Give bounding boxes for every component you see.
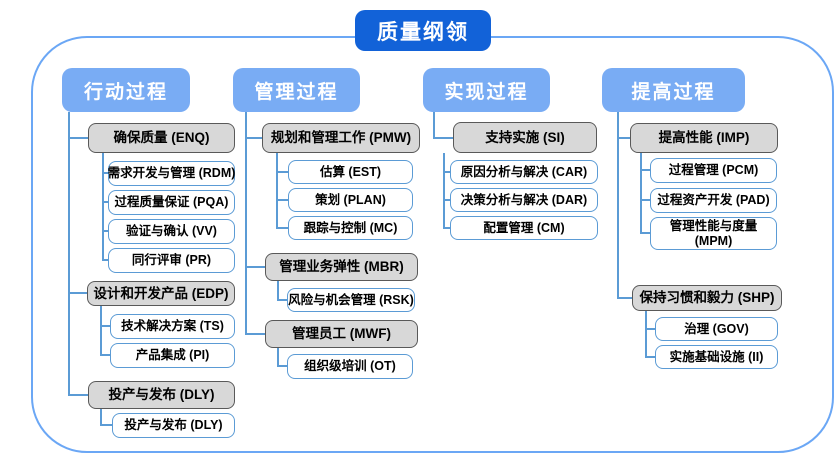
node-mc: 跟踪与控制 (MC) xyxy=(288,216,413,240)
connector-line xyxy=(443,199,450,201)
node-edp: 设计和开发产品 (EDP) xyxy=(87,281,235,306)
connector-line xyxy=(645,328,655,330)
node-mwf: 管理员工 (MWF) xyxy=(265,320,418,348)
connector-line xyxy=(245,266,265,268)
connector-line xyxy=(276,153,278,228)
connector-line xyxy=(245,333,265,335)
connector-line xyxy=(443,171,450,173)
connector-line xyxy=(617,137,630,139)
connector-line xyxy=(100,409,102,426)
connector-line xyxy=(100,354,110,356)
node-pr: 同行评审 (PR) xyxy=(108,248,235,273)
connector-line xyxy=(276,171,288,173)
node-pqa: 过程质量保证 (PQA) xyxy=(108,190,235,215)
connector-line xyxy=(276,199,288,201)
connector-line xyxy=(277,281,279,300)
connector-line xyxy=(433,112,435,138)
node-si: 支持实施 (SI) xyxy=(453,122,597,153)
node-pmw: 规划和管理工作 (PMW) xyxy=(262,123,420,153)
node-cm: 配置管理 (CM) xyxy=(450,216,598,240)
connector-line xyxy=(102,172,108,174)
connector-line xyxy=(100,424,112,426)
connector-line xyxy=(68,112,70,395)
connector-line xyxy=(245,112,247,334)
node-mbr: 管理业务弹性 (MBR) xyxy=(265,253,418,281)
diagram-title: 质量纲领 xyxy=(355,10,491,51)
connector-line xyxy=(645,311,647,357)
connector-line xyxy=(100,325,110,327)
node-ts: 技术解决方案 (TS) xyxy=(110,314,235,339)
connector-line xyxy=(617,112,619,298)
node-ot: 组织级培训 (OT) xyxy=(287,354,413,379)
connector-line xyxy=(68,394,88,396)
node-ii: 实施基础设施 (II) xyxy=(655,345,778,369)
node-car: 原因分析与解决 (CAR) xyxy=(450,160,598,184)
node-rsk: 风险与机会管理 (RSK) xyxy=(287,288,415,312)
connector-line xyxy=(277,299,287,301)
connector-line xyxy=(102,259,108,261)
connector-line xyxy=(640,169,650,171)
connector-line xyxy=(433,137,453,139)
node-gov: 治理 (GOV) xyxy=(655,317,778,341)
node-enq: 确保质量 (ENQ) xyxy=(88,123,235,153)
node-mpm: 管理性能与度量 (MPM) xyxy=(650,217,777,250)
column-header-improvement-process: 提高过程 xyxy=(602,68,745,112)
connector-line xyxy=(68,292,87,294)
connector-line xyxy=(102,201,108,203)
connector-line xyxy=(100,306,102,355)
connector-line xyxy=(102,153,104,260)
connector-line xyxy=(443,227,450,229)
node-pi: 产品集成 (PI) xyxy=(110,343,235,368)
node-est: 估算 (EST) xyxy=(288,160,413,184)
connector-line xyxy=(68,137,88,139)
connector-line xyxy=(640,153,642,233)
connector-line xyxy=(617,297,632,299)
node-pcm: 过程管理 (PCM) xyxy=(650,158,777,183)
column-header-action-process: 行动过程 xyxy=(62,68,190,112)
connector-line xyxy=(640,232,650,234)
node-dly-child: 投产与发布 (DLY) xyxy=(112,413,235,438)
connector-line xyxy=(645,356,655,358)
connector-line xyxy=(102,230,108,232)
node-dar: 决策分析与解决 (DAR) xyxy=(450,188,598,212)
node-pad: 过程资产开发 (PAD) xyxy=(650,188,777,213)
column-header-realization-process: 实现过程 xyxy=(423,68,550,112)
node-rdm: 需求开发与管理 (RDM) xyxy=(108,161,235,186)
node-imp: 提高性能 (IMP) xyxy=(630,123,778,153)
connector-line xyxy=(245,137,262,139)
connector-line xyxy=(443,153,445,228)
node-plan: 策划 (PLAN) xyxy=(288,188,413,212)
connector-line xyxy=(640,199,650,201)
connector-line xyxy=(277,348,279,366)
column-header-management-process: 管理过程 xyxy=(233,68,360,112)
connector-line xyxy=(276,227,288,229)
node-vv: 验证与确认 (VV) xyxy=(108,219,235,244)
node-shp: 保持习惯和毅力 (SHP) xyxy=(632,285,782,311)
connector-line xyxy=(277,365,287,367)
node-dly: 投产与发布 (DLY) xyxy=(88,381,235,409)
